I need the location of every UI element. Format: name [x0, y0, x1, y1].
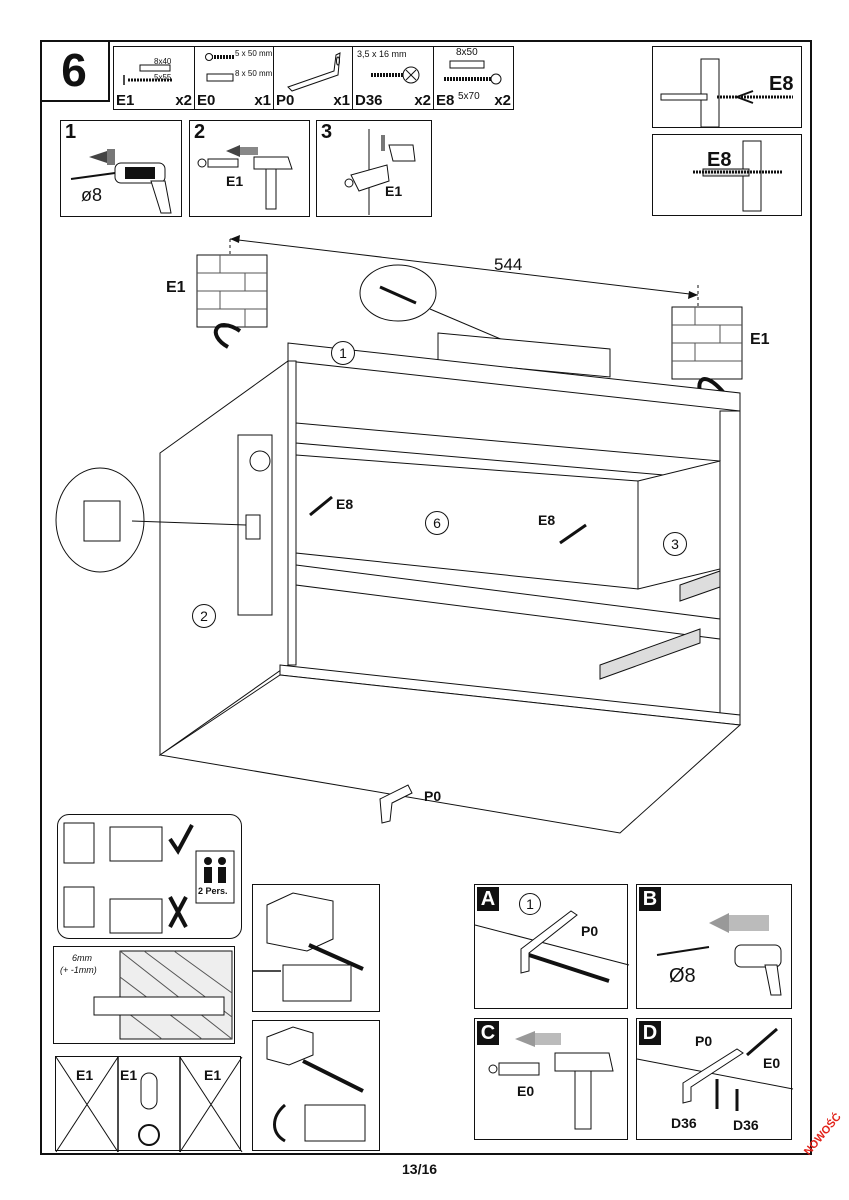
detail-letter: B	[639, 887, 661, 911]
substep-1: 1 ø8	[60, 120, 182, 217]
part-number: 1	[519, 893, 541, 915]
hook-label: E1	[385, 183, 403, 199]
e1-label: E1	[76, 1067, 94, 1083]
hinge-detail-2	[252, 1020, 380, 1151]
e8-label: E8	[769, 73, 794, 95]
e1-label: E1	[120, 1067, 138, 1083]
p0-label: P0	[695, 1033, 713, 1049]
wall-depth-icon	[93, 950, 233, 1040]
detail-d: D P0 E0 D36 D36	[636, 1018, 794, 1140]
substep-number: 1	[65, 121, 77, 143]
detail-letter: D	[639, 1021, 661, 1045]
hinge-screwdriver-icon	[266, 1026, 366, 1143]
hardware-qty: x2	[494, 92, 511, 109]
hook-icon	[344, 129, 416, 215]
hardware-qty: x2	[175, 92, 192, 109]
p0-label: P0	[581, 923, 599, 939]
drill-size: Ø8	[669, 965, 696, 987]
hardware-p0: P0 x1	[273, 46, 353, 110]
part-number-3: 3	[663, 532, 687, 556]
install-correct-incorrect: 2 Pers.	[57, 814, 242, 939]
wood-screw-icon	[371, 66, 420, 84]
hardware-spec: 8 x 50 mm	[235, 69, 273, 78]
detail-c: C E0	[474, 1018, 628, 1140]
e8-label: E8	[707, 149, 732, 171]
detail-a: A 1 P0	[474, 884, 630, 1009]
bracket-icon	[287, 52, 341, 92]
e1-right-label: E1	[750, 331, 770, 348]
substep-number: 2	[194, 121, 206, 143]
inserted-screw-icon	[693, 140, 783, 212]
hardware-spec: 5 x 50 mm	[235, 49, 273, 58]
depth-panel: 6mm (+ -1mm)	[53, 946, 235, 1044]
hardware-qty: x2	[414, 92, 431, 109]
detail-letter: A	[477, 887, 499, 911]
d36-label: D36	[671, 1115, 697, 1131]
e8-wall-panel: E8	[652, 46, 802, 128]
step-number: 6	[40, 40, 110, 102]
substep-2: 2 E1	[189, 120, 310, 217]
hardware-e0: 5 x 50 mm 8 x 50 mm E0 x1	[194, 46, 274, 110]
e8-right-label: E8	[538, 512, 556, 528]
hardware-code: E1	[116, 92, 135, 109]
correct-incorrect-icon	[63, 822, 235, 934]
hook-orientation-icon	[55, 1056, 243, 1153]
drill-icon	[656, 913, 782, 996]
depth-label: 6mm	[72, 953, 92, 963]
detail-letter: C	[477, 1021, 499, 1045]
part-number-6: 6	[425, 511, 449, 535]
persons-label: 2 Pers.	[198, 886, 228, 896]
hardware-spec: 5x55	[154, 73, 172, 82]
page-frame	[40, 40, 812, 1155]
substep-3: 3 E1	[316, 120, 432, 217]
drill-size: ø8	[81, 185, 103, 205]
long-screw-dowel-icon	[444, 60, 502, 85]
hammer-dowel-icon	[488, 1031, 614, 1130]
substep-number: 3	[321, 121, 333, 143]
bracket-pencil-icon	[474, 910, 630, 983]
hardware-e8: 8x50 5x70 E8 x2	[433, 46, 514, 110]
e1-label: E1	[204, 1067, 222, 1083]
hinge-detail-1	[252, 884, 380, 1012]
detail-b: B Ø8	[636, 884, 792, 1009]
hardware-d36: 3,5 x 16 mm D36 x2	[352, 46, 434, 110]
cabinet-illustration	[55, 235, 743, 834]
wall-screw-icon	[660, 58, 793, 128]
bracket-screw-icon	[636, 1027, 794, 1111]
part-number-1: 1	[331, 341, 355, 365]
page-number: 13/16	[402, 1161, 438, 1177]
dowel-label: E1	[226, 173, 244, 189]
hardware-spec: 5x70	[458, 91, 480, 102]
hardware-qty: x1	[333, 92, 350, 109]
hardware-code: D36	[355, 92, 383, 109]
screw-dowel-icon	[205, 53, 235, 82]
e8-left-label: E8	[336, 496, 354, 512]
hardware-code: E0	[197, 92, 216, 109]
drill-icon	[70, 149, 172, 214]
dowel-screw-icon	[123, 64, 172, 85]
hardware-qty: x1	[254, 92, 271, 109]
tolerance-label: (+ -1mm)	[60, 965, 97, 975]
hardware-spec: 3,5 x 16 mm	[357, 49, 407, 59]
e0-label: E0	[763, 1055, 781, 1071]
hardware-code: E8	[436, 92, 455, 109]
hinge-screwdriver-icon	[253, 892, 364, 1002]
p0-label: P0	[424, 788, 442, 804]
d36-label: D36	[733, 1117, 759, 1133]
e1-left-label: E1	[166, 279, 186, 296]
dimension-label: 544	[494, 255, 523, 274]
hook-orientation-panel: E1 E1 E1	[55, 1056, 243, 1153]
hardware-e1: 8x40 5x55 E1 x2	[113, 46, 195, 110]
hardware-spec: 8x40	[154, 57, 172, 66]
part-number-2: 2	[192, 604, 216, 628]
e0-label: E0	[517, 1083, 535, 1099]
hardware-spec: 8x50	[456, 47, 478, 58]
e8-inserted-panel: E8	[652, 134, 802, 216]
hammer-dowel-icon	[197, 145, 293, 210]
hardware-code: P0	[276, 92, 295, 109]
